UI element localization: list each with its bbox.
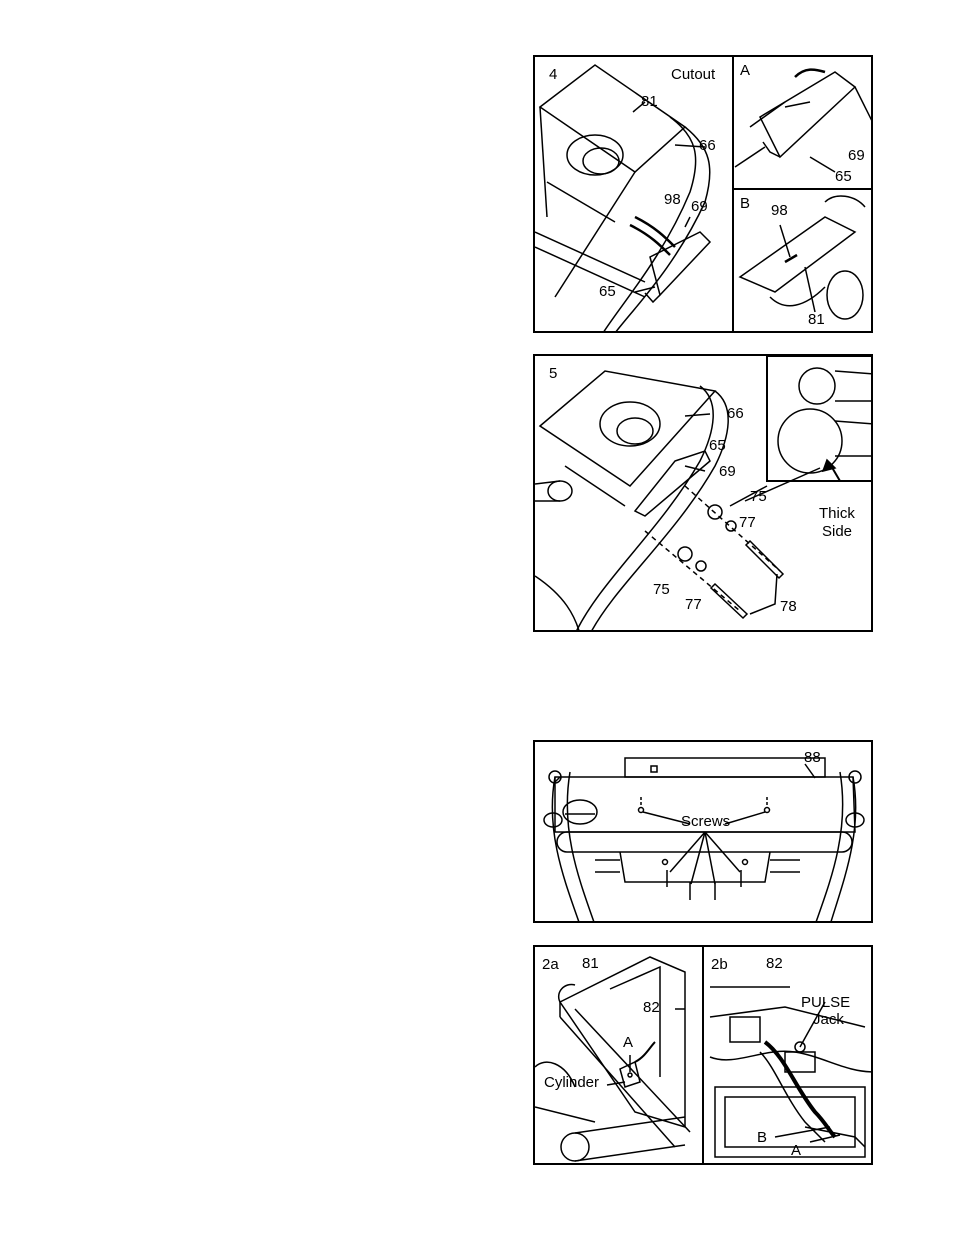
- label-jack: Jack: [813, 1012, 844, 1028]
- label-part-65: 65: [709, 438, 726, 454]
- label-2a-cylinder: Cylinder: [544, 1075, 599, 1091]
- label-part-78: 78: [780, 599, 797, 615]
- label-2b-b: B: [757, 1130, 767, 1146]
- inset-a-letter: A: [740, 63, 750, 79]
- step-number: 4: [549, 67, 557, 83]
- label-2a-part-82: 82: [643, 1000, 660, 1016]
- label-part-81: 81: [641, 94, 658, 110]
- label-part-77-top: 77: [739, 515, 756, 531]
- label-2b-part-82: 82: [766, 956, 783, 972]
- label-part-66: 66: [727, 406, 744, 422]
- label-cutout: Cutout: [671, 67, 715, 83]
- figure-step-4: 4 Cutout 81 66 98 69 65 A 69 65 B 98 81: [533, 55, 873, 333]
- label-part-65: 65: [599, 284, 616, 300]
- figure-console-screws-drawing: [535, 742, 873, 923]
- label-part-66: 66: [699, 138, 716, 154]
- inset-b-part-81: 81: [808, 312, 825, 328]
- label-part-98: 98: [664, 192, 681, 208]
- label-2b-a: A: [791, 1143, 801, 1159]
- label-pulse: PULSE: [801, 995, 850, 1011]
- label-screws: Screws: [681, 814, 730, 830]
- label-2a-part-81: 81: [582, 956, 599, 972]
- figure-step-4-drawing: [535, 57, 873, 333]
- label-part-75-bottom: 75: [653, 582, 670, 598]
- label-part-69: 69: [719, 464, 736, 480]
- step-2b-number: 2b: [711, 957, 728, 973]
- step-number: 5: [549, 366, 557, 382]
- label-part-75-top: 75: [750, 489, 767, 505]
- label-part-77-bottom: 77: [685, 597, 702, 613]
- inset-a-part-65: 65: [835, 169, 852, 185]
- inset-b-letter: B: [740, 196, 750, 212]
- figure-steps-2a-2b: 2a 81 82 A Cylinder 2b 82 PULSE Jack B A: [533, 945, 873, 1165]
- figure-console-screws: 88 Screws: [533, 740, 873, 923]
- label-part-88: 88: [804, 750, 821, 766]
- inset-b-part-98: 98: [771, 203, 788, 219]
- label-2a-a: A: [623, 1035, 633, 1051]
- label-part-69: 69: [691, 199, 708, 215]
- figure-steps-2a-2b-drawing: [535, 947, 873, 1165]
- figure-step-5-drawing: [535, 356, 873, 632]
- inset-a-part-69: 69: [848, 148, 865, 164]
- step-2a-number: 2a: [542, 957, 559, 973]
- label-side: Side: [822, 524, 852, 540]
- label-thick: Thick: [819, 506, 855, 522]
- figure-step-5: 5 66 65 69 75 77 75 77 78 Thick Side: [533, 354, 873, 632]
